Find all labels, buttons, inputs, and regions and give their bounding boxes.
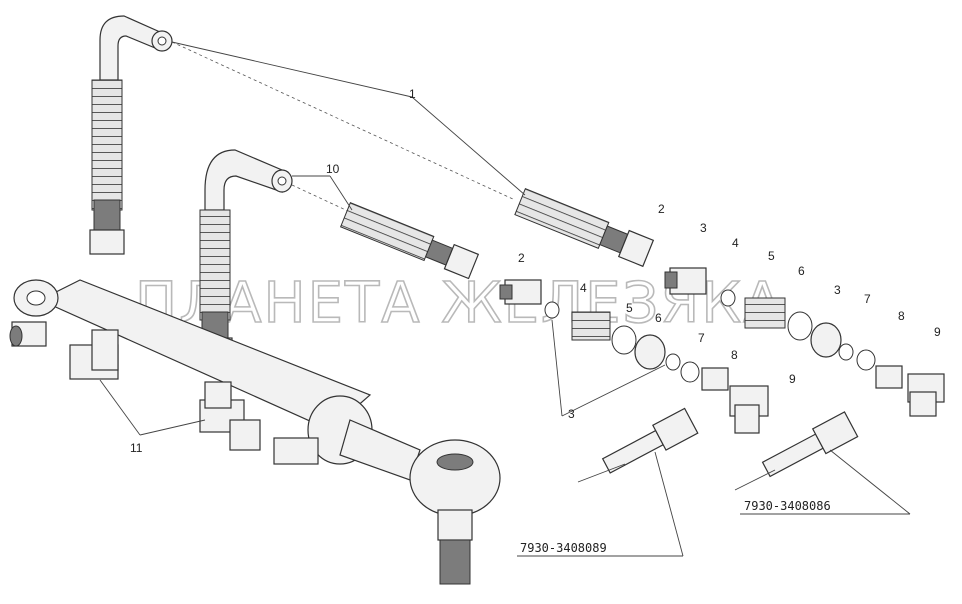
callout-2b: 2 <box>658 202 665 216</box>
ring-3c <box>838 343 854 361</box>
part-number-b: 7930-3408086 <box>744 499 831 513</box>
washer-5a <box>611 325 637 355</box>
oring-7b <box>856 349 876 371</box>
callout-4a: 4 <box>580 281 587 295</box>
nut-6a <box>634 334 666 370</box>
callout-9b: 9 <box>934 325 941 339</box>
ring-6a-small <box>665 353 681 371</box>
leader-1a <box>171 41 413 98</box>
callout-3c: 3 <box>834 283 841 297</box>
arrow-tool-a <box>577 463 626 483</box>
adapter-2a <box>499 279 542 305</box>
sleeve-4a <box>571 311 611 341</box>
adapter-2b <box>664 267 707 295</box>
leader-3b <box>561 364 666 417</box>
leader-pn-a <box>654 451 684 557</box>
callout-1: 1 <box>409 87 416 101</box>
leader-pn-b <box>829 449 911 515</box>
leader-11a <box>99 379 141 436</box>
hose-horizontal-1 <box>514 187 655 268</box>
leader-3a <box>551 319 563 417</box>
oring-3b <box>720 289 736 307</box>
callout-8a: 8 <box>731 348 738 362</box>
nut-8a <box>701 367 729 391</box>
callout-3b: 3 <box>700 221 707 235</box>
elbow-fitting-upper <box>69 329 119 380</box>
washer-5b <box>787 311 813 341</box>
callout-2a: 2 <box>518 251 525 265</box>
sleeve-4b <box>744 297 786 329</box>
callout-7a: 7 <box>698 331 705 345</box>
tool-7930-3408089 <box>601 407 699 474</box>
axis-line-2 <box>291 184 351 213</box>
part-number-a: 7930-3408089 <box>520 541 607 555</box>
callout-5a: 5 <box>626 301 633 315</box>
leader-1b <box>411 96 526 196</box>
elbow-fitting-lower <box>199 381 261 451</box>
nut-8b <box>875 365 903 389</box>
callout-10: 10 <box>326 162 340 176</box>
callout-5b: 5 <box>768 249 775 263</box>
callout-9a: 9 <box>789 372 796 386</box>
arrow-tool-b <box>734 469 776 491</box>
oring-7a <box>680 361 700 383</box>
elbow-9a <box>729 385 769 434</box>
callout-3a: 3 <box>568 407 575 421</box>
callout-4b: 4 <box>732 236 739 250</box>
fitting-left <box>9 321 47 347</box>
hose-horizontal-10 <box>339 202 480 280</box>
tool-7930-3408086 <box>761 411 859 478</box>
fitting-rod-end <box>273 437 319 465</box>
oring-3a <box>544 301 560 319</box>
hose-left-upper <box>89 15 173 255</box>
leader-11b <box>139 419 206 436</box>
leader-10b <box>329 175 353 211</box>
callout-8b: 8 <box>898 309 905 323</box>
callout-6b: 6 <box>798 264 805 278</box>
steering-cylinder <box>13 279 501 585</box>
callout-7b: 7 <box>864 292 871 306</box>
nut-6b <box>810 322 842 358</box>
elbow-9b <box>907 373 945 417</box>
axis-line-1 <box>171 41 516 201</box>
callout-11: 11 <box>130 441 143 455</box>
callout-6a: 6 <box>655 311 662 325</box>
